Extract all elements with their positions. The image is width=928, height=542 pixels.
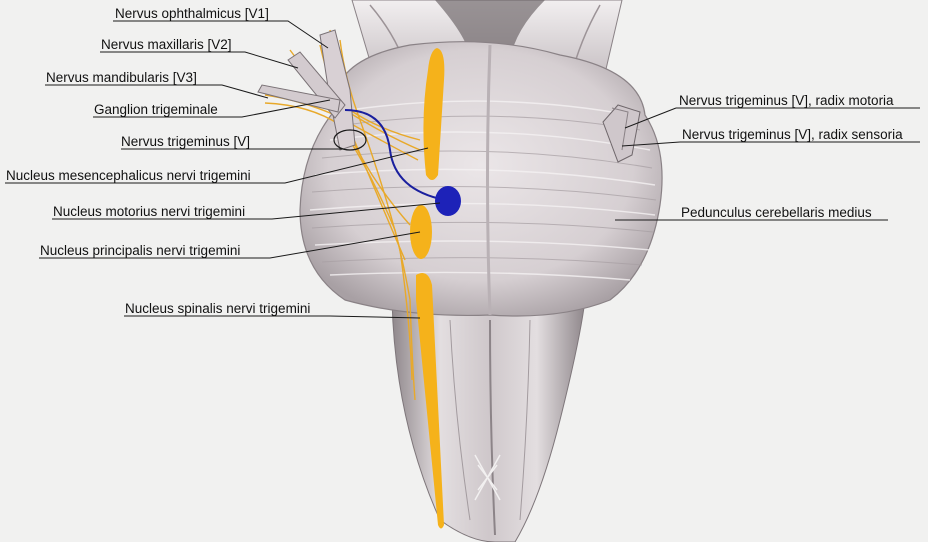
- label-nucleus-principalis: Nucleus principalis nervi trigemini: [40, 243, 240, 259]
- label-nucleus-motorius: Nucleus motorius nervi trigemini: [53, 204, 245, 220]
- principal-nucleus: [410, 205, 432, 259]
- label-radix-sensoria: Nervus trigeminus [V], radix sensoria: [682, 127, 903, 143]
- label-nervus-mandibularis: Nervus mandibularis [V3]: [46, 70, 197, 86]
- pons: [300, 42, 662, 316]
- label-pedunculus-cerebellaris-medius: Pedunculus cerebellaris medius: [681, 205, 872, 221]
- label-nervus-maxillaris: Nervus maxillaris [V2]: [101, 37, 232, 53]
- label-nucleus-mesencephalicus: Nucleus mesencephalicus nervi trigemini: [6, 168, 251, 184]
- label-nucleus-spinalis: Nucleus spinalis nervi trigemini: [125, 301, 310, 317]
- label-nervus-ophthalmicus: Nervus ophthalmicus [V1]: [115, 6, 269, 22]
- label-radix-motoria: Nervus trigeminus [V], radix motoria: [679, 93, 894, 109]
- label-ganglion-trigeminale: Ganglion trigeminale: [94, 102, 218, 118]
- label-nervus-trigeminus: Nervus trigeminus [V]: [121, 134, 250, 150]
- motor-nucleus: [435, 186, 461, 216]
